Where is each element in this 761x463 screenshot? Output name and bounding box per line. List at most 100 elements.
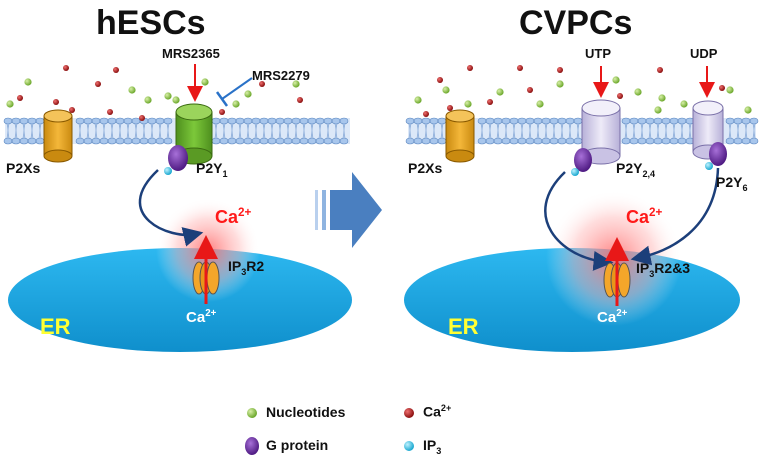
lipid-head [323, 117, 333, 125]
lipid-head [283, 117, 293, 125]
left-ip3r2-label: IP3R2 [228, 258, 265, 277]
lipid-head [637, 137, 647, 145]
lipid-head [155, 117, 165, 125]
lipid-head [485, 137, 495, 145]
lipid-head [749, 137, 759, 145]
left-signal-arrow [138, 169, 204, 247]
left-p2x-channel [43, 109, 73, 163]
left-ip3-molecule [164, 167, 172, 175]
lipid-head [251, 117, 261, 125]
lipid-head [573, 137, 583, 145]
lipid-head [677, 137, 687, 145]
nucleotide-molecule [292, 80, 300, 88]
lipid-head [413, 137, 423, 145]
lipid-head [653, 137, 663, 145]
right-ip3-molecule-1 [571, 168, 579, 176]
lipid-head [525, 117, 535, 125]
lipid-head [677, 117, 687, 125]
lipid-head [331, 117, 341, 125]
lipid-head [251, 137, 261, 145]
lipid-head [75, 117, 85, 125]
legend-ip3-icon [404, 441, 414, 451]
right-ip3r23-label: IP3R2&3 [636, 260, 691, 279]
lipid-tail [512, 123, 516, 139]
lipid-tail [326, 123, 330, 139]
lipid-head [429, 137, 439, 145]
left-stored-calcium-label: Ca2+ [186, 308, 217, 326]
nucleotide-molecule [414, 96, 422, 104]
calcium-ion [517, 65, 523, 71]
nucleotide-molecule [726, 86, 734, 94]
lipid-tail [278, 123, 282, 139]
lipid-head [501, 137, 511, 145]
lipid-tail [424, 123, 428, 139]
legend-ip3-label: IP3 [423, 437, 442, 456]
left-antagonist-inhibitor [215, 77, 253, 107]
lipid-tail [302, 123, 306, 139]
lipid-tail [664, 123, 668, 139]
calcium-ion [259, 81, 265, 87]
calcium-ion [69, 107, 75, 113]
right-er-label: ER [448, 314, 479, 339]
lipid-tail [688, 123, 692, 139]
antagonist-mrs2279-label: MRS2279 [252, 68, 310, 83]
lipid-tail [150, 123, 154, 139]
lipid-head [19, 137, 29, 145]
lipid-head [83, 137, 93, 145]
right-stored-calcium-label: Ca2+ [597, 308, 628, 326]
right-panel [404, 66, 759, 352]
nucleotide-molecule [612, 76, 620, 84]
lipid-head [275, 137, 285, 145]
lipid-tail [246, 123, 250, 139]
lipid-head [123, 137, 133, 145]
nucleotide-molecule [442, 86, 450, 94]
lipid-head [541, 137, 551, 145]
lipid-head [493, 117, 503, 125]
lipid-tail [416, 123, 420, 139]
legend-calcium-label: Ca2+ [423, 403, 452, 420]
lipid-tail [632, 123, 636, 139]
lipid-tail [640, 123, 644, 139]
nucleotide-molecule [6, 100, 14, 108]
legend-calcium-icon [404, 408, 414, 418]
lipid-head [155, 137, 165, 145]
calcium-ion [557, 67, 563, 73]
right-signal-arrow-1 [544, 171, 614, 271]
nucleotide-molecule [496, 88, 504, 96]
lipid-tail [230, 123, 234, 139]
lipid-head [733, 137, 743, 145]
lipid-head [533, 117, 543, 125]
lipid-head [235, 117, 245, 125]
lipid-tail [568, 123, 572, 139]
lipid-tail [102, 123, 106, 139]
nucleotide-molecule [744, 106, 752, 114]
lipid-head [147, 117, 157, 125]
lipid-head [541, 117, 551, 125]
left-g-protein [168, 145, 188, 171]
lipid-head [107, 117, 117, 125]
lipid-tail [110, 123, 114, 139]
lipid-head [669, 137, 679, 145]
lipid-head [3, 117, 13, 125]
lipid-head [621, 137, 631, 145]
lipid-head [19, 117, 29, 125]
lipid-tail [38, 123, 42, 139]
right-released-calcium-label: Ca2+ [626, 206, 663, 227]
lipid-head [645, 137, 655, 145]
right-panel-title: CVPCs [519, 4, 633, 42]
nucleotide-molecule [464, 100, 472, 108]
lipid-head [3, 137, 13, 145]
lipid-tail [262, 123, 266, 139]
right-p2x-channel [445, 109, 475, 163]
lipid-tail [488, 123, 492, 139]
lipid-head [83, 117, 93, 125]
lipid-tail [158, 123, 162, 139]
lipid-head [115, 117, 125, 125]
nucleotide-molecule [172, 96, 180, 104]
lipid-tail [624, 123, 628, 139]
lipid-head [525, 137, 535, 145]
lipid-head [11, 117, 21, 125]
calcium-ion [447, 105, 453, 111]
right-lipid-bilayer [405, 117, 759, 145]
